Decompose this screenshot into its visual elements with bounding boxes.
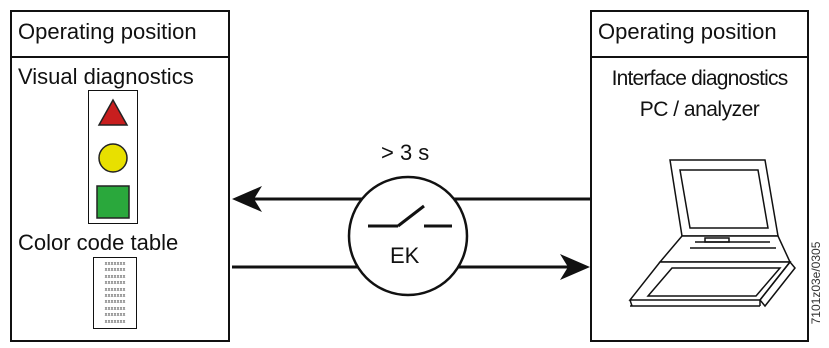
color-table-row: xxxxxxx [104,273,126,280]
switch-circle [347,175,469,297]
color-table-row: xxxxxxx [104,267,126,274]
left-arrowhead [232,186,262,212]
right-header-box [590,10,809,58]
switch-label: EK [390,243,420,268]
color-table-row: xxxxxxx [104,318,126,325]
left-header-box [10,10,230,58]
color-table-row: xxxxxxx [104,280,126,287]
color-table-row: xxxxxxx [104,293,126,300]
yellow-circle-icon [98,143,128,173]
green-square-icon [96,185,130,219]
laptop-icon [628,159,796,308]
switch-blade [397,204,425,228]
right-header: Operating position [598,19,777,44]
pc-analyzer-title: PC / analyzer [639,98,760,121]
color-table-row: xxxxxxx [104,305,126,312]
color-table-row: xxxxxxx [104,299,126,306]
right-panel [590,10,809,342]
red-triangle-icon [97,98,129,126]
color-code-table-title: Color code table [18,230,179,255]
interface-diagnostics-title: Interface diagnostics [611,67,789,90]
left-header: Operating position [18,19,197,44]
figure-id: 7101z03e/0305 [809,241,823,325]
color-table-row: xxxxxxx [104,286,126,293]
right-arrowhead [560,254,590,280]
time-label: > 3 s [381,140,430,165]
color-table-row: xxxxxxx [104,261,126,267]
visual-diagnostics-title: Visual diagnostics [18,64,194,89]
color-table-row: xxxxxxx [104,312,126,319]
